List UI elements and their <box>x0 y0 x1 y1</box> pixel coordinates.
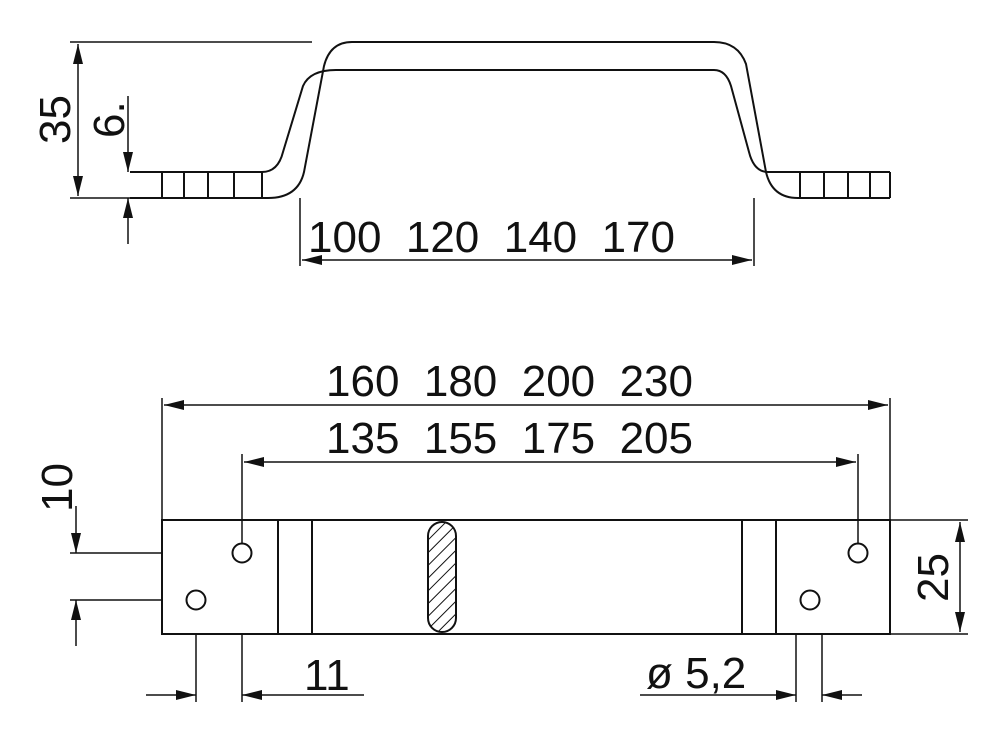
height-dimension: 35 <box>31 41 312 199</box>
bar-width-label: 10 <box>33 463 82 512</box>
left-flange-segments <box>161 172 263 198</box>
hole-spacing-label: 135 155 175 205 <box>326 414 693 463</box>
hole-diameter-dimension: ø 5,2 <box>640 634 862 702</box>
handle-inner-profile <box>130 69 890 173</box>
mounting-hole <box>231 542 253 564</box>
mounting-hole <box>185 589 207 611</box>
bar-width-dimension: 10 <box>33 463 162 646</box>
side-view: 35 6. 100 120 140 170 <box>31 41 891 266</box>
edge-offset-dimension: 11 <box>146 634 364 702</box>
plate-height-dimension: 25 <box>890 519 968 635</box>
right-base-plate <box>775 519 891 635</box>
height-label: 35 <box>31 95 80 144</box>
span-dimension: 100 120 140 170 <box>299 198 755 266</box>
handle-outer-profile <box>130 41 890 199</box>
right-flange-segments <box>799 172 871 198</box>
hole-diameter-label: ø 5,2 <box>646 649 746 698</box>
overall-length-dimension: 160 180 200 230 <box>161 357 891 520</box>
top-view: 160 180 200 230 135 155 175 205 10 25 <box>33 357 968 702</box>
thickness-label: 6. <box>85 101 134 138</box>
overall-length-label: 160 180 200 230 <box>326 357 693 406</box>
mounting-hole <box>847 542 869 564</box>
mounting-hole <box>799 589 821 611</box>
thickness-dimension: 6. <box>85 96 134 244</box>
left-base-plate <box>161 519 279 635</box>
plate-height-label: 25 <box>909 553 958 602</box>
span-label: 100 120 140 170 <box>308 213 675 262</box>
edge-offset-label: 11 <box>304 651 350 700</box>
hatched-section <box>427 521 457 633</box>
hole-spacing-dimension: 135 155 175 205 <box>241 414 859 543</box>
handle-bar <box>278 519 776 635</box>
